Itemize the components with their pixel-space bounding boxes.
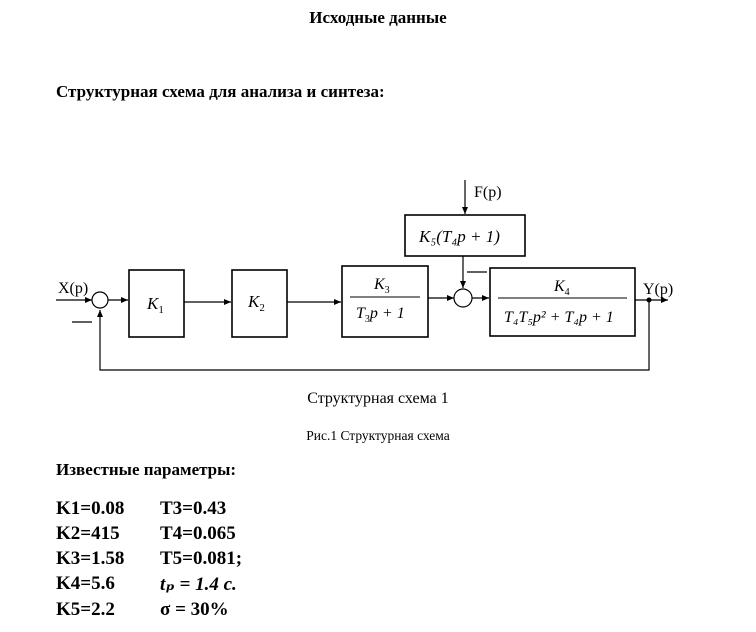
block-diagram: X(p) K1 K2 K3 T3p + 1 F(p) K₅(T₄p + 1) K… — [56, 180, 673, 371]
input-label: X(p) — [58, 280, 88, 297]
section-subtitle: Структурная схема для анализа и синтеза: — [56, 82, 385, 101]
block-k5-label: K₅(T₄p + 1) — [418, 227, 500, 246]
param-t3: T3=0.43 — [160, 498, 227, 519]
block-k2 — [231, 269, 288, 338]
param-tp: tₚ = 1.4 c. — [160, 574, 237, 595]
block-k4-denominator: T₄T₅p² + T₄p + 1 — [504, 309, 614, 326]
block-k4 — [489, 267, 636, 337]
block-k4-numerator: K4 — [553, 278, 570, 298]
param-t4: T4=0.065 — [160, 523, 236, 544]
param-sigma: σ = 30% — [160, 599, 229, 620]
param-t5: T5=0.081; — [160, 548, 243, 569]
block-k3-denominator: T3p + 1 — [356, 305, 405, 325]
feedback-line — [97, 300, 650, 371]
param-k3: K3=1.58 — [56, 548, 125, 569]
block-k1 — [128, 269, 185, 338]
disturbance-label: F(p) — [474, 184, 502, 201]
block-k1-label: K1 — [146, 294, 164, 316]
output-label: Y(p) — [643, 281, 673, 298]
page-title: Исходные данные — [309, 8, 447, 27]
block-k2-label: K2 — [247, 292, 265, 314]
param-k1: K1=0.08 — [56, 498, 125, 519]
figure-caption: Рис.1 Структурная схема — [306, 428, 450, 443]
param-k5: K5=2.2 — [56, 599, 115, 620]
params-heading: Известные параметры: — [56, 460, 237, 479]
summing-junction-1 — [91, 291, 109, 309]
diagram-caption: Структурная схема 1 — [307, 390, 449, 407]
block-k3 — [341, 265, 429, 338]
param-k2: K2=415 — [56, 523, 120, 544]
block-k3-numerator: K3 — [373, 276, 390, 296]
block-k5 — [404, 214, 526, 257]
summing-junction-2 — [453, 288, 473, 308]
param-k4: K4=5.6 — [56, 573, 115, 594]
